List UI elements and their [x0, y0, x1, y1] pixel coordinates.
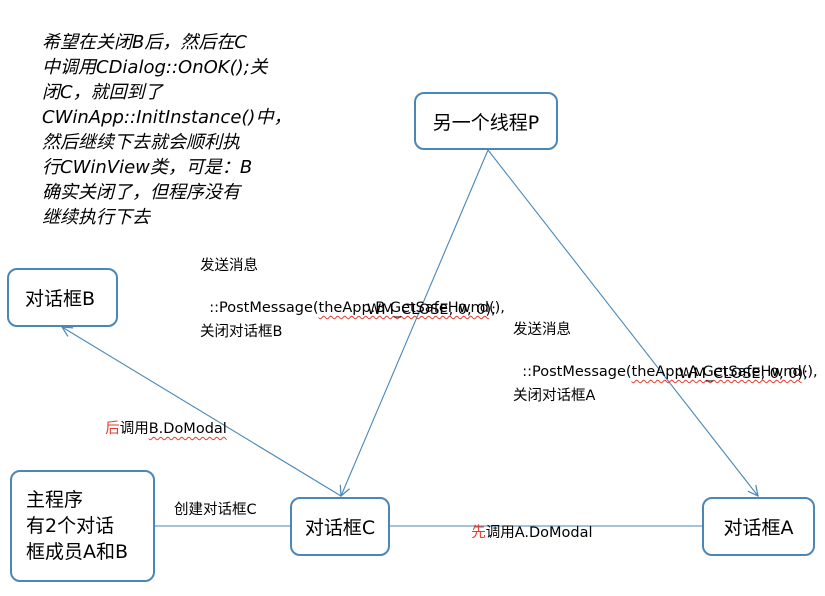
post-message-b-target: theApp.B.GetSafeHwnd: [318, 300, 489, 316]
create-dialog-c-label: 创建对话框C: [174, 502, 257, 518]
node-dialog-a-label: 对话框A: [723, 517, 794, 539]
call-a-domodal-label: 先调用A.DoModal: [462, 503, 593, 543]
call-b-domodal-label: 后调用B.DoModal: [96, 399, 227, 439]
node-dialog-b: 对话框B: [7, 268, 118, 327]
call-b-call-word: 调用: [119, 421, 149, 437]
arrow-p-to-a: [487, 149, 758, 496]
node-main-program-label: 主程序 有2个对话 框成员A和B: [26, 489, 129, 563]
post-message-b-call: ::PostMessage(theApp.B.GetSafeHwnd(),: [200, 278, 505, 318]
node-main-program: 主程序 有2个对话 框成员A和B: [10, 470, 155, 582]
node-thread-p-label: 另一个线程P: [432, 111, 540, 134]
send-message-b-title: 发送消息: [200, 258, 258, 274]
call-b-method: B.DoModal: [148, 421, 227, 437]
post-message-a-suffix: (),: [801, 364, 818, 380]
post-message-b-args: WM_CLOSE, 0, 0);: [367, 302, 496, 318]
arrow-c-to-b: [62, 327, 342, 497]
post-message-b-suffix: (),: [488, 300, 505, 316]
post-message-a-prefix: ::PostMessage(: [522, 364, 632, 380]
node-dialog-c-label: 对话框C: [304, 517, 376, 539]
arrow-p-to-c: [341, 149, 489, 496]
node-dialog-b-label: 对话框B: [25, 288, 96, 310]
call-b-after-word: 后: [105, 421, 120, 437]
call-a-method: 调用A.DoModal: [485, 525, 593, 541]
node-thread-p: 另一个线程P: [414, 92, 558, 150]
post-message-a-args: WM_CLOSE, 0, 0);: [679, 366, 808, 382]
close-dialog-a-label: 关闭对话框A: [513, 388, 596, 404]
close-dialog-b-label: 关闭对话框B: [200, 324, 283, 340]
problem-note: 希望在关闭B后，然后在C 中调用CDialog::OnOK();关 闭C，就回到…: [42, 32, 292, 228]
post-message-a-target: theApp.A.GetSafeHwnd: [631, 364, 802, 380]
send-message-a-title: 发送消息: [513, 322, 571, 338]
node-dialog-a: 对话框A: [702, 497, 815, 556]
post-message-b-prefix: ::PostMessage(: [209, 300, 319, 316]
node-dialog-c: 对话框C: [290, 497, 390, 556]
post-message-a-call: ::PostMessage(theApp.A.GetSafeHwnd(),: [513, 342, 818, 382]
call-a-first-word: 先: [471, 525, 486, 541]
